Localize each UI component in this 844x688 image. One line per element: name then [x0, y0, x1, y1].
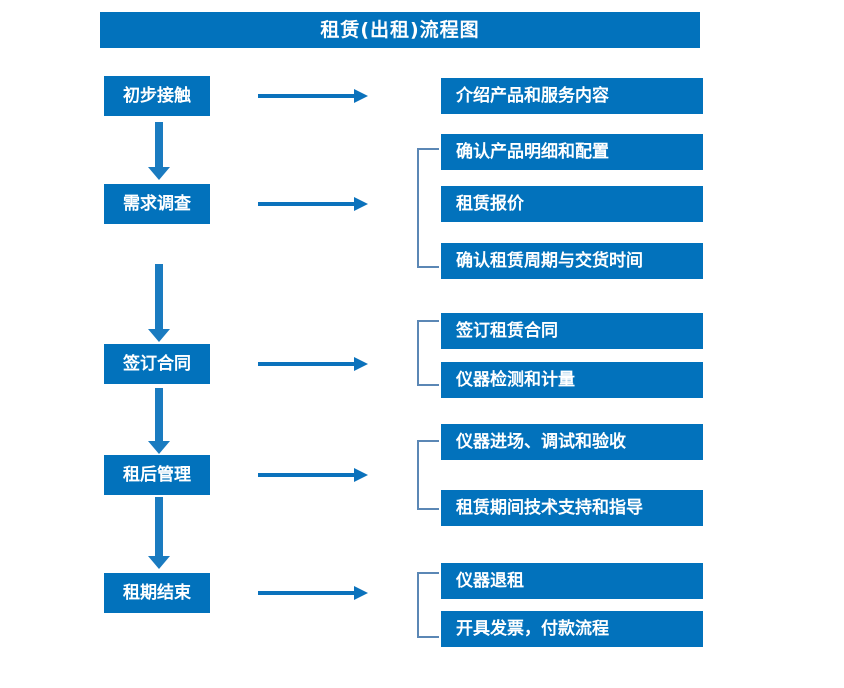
detail-label-4: 确认租赁周期与交货时间 [456, 250, 643, 271]
detail-label-8: 租赁期间技术支持和指导 [456, 497, 643, 518]
detail-box-9[interactable]: 仪器退租 [441, 563, 703, 599]
arrow-shaft [258, 202, 354, 206]
left-bracket-icon-5 [417, 572, 439, 638]
detail-label-3: 租赁报价 [456, 193, 524, 214]
arrow-head [148, 556, 170, 569]
right-arrow-icon-5 [258, 586, 368, 600]
chart-title-bar: 租赁(出租)流程图 [100, 12, 700, 48]
stage-box-3[interactable]: 签订合同 [104, 344, 210, 384]
detail-label-9: 仪器退租 [456, 570, 524, 591]
down-arrow-icon-3 [148, 388, 170, 454]
stage-label-2: 需求调查 [123, 193, 191, 214]
stage-label-1: 初步接触 [123, 85, 191, 106]
detail-label-6: 仪器检测和计量 [456, 369, 575, 390]
left-bracket-icon-2 [417, 148, 439, 268]
stage-box-2[interactable]: 需求调查 [104, 184, 210, 224]
arrow-head [148, 167, 170, 180]
down-arrow-icon-4 [148, 497, 170, 569]
stage-label-5: 租期结束 [123, 582, 191, 603]
arrow-head [354, 197, 368, 211]
arrow-shaft [258, 473, 354, 477]
detail-box-10[interactable]: 开具发票，付款流程 [441, 611, 703, 647]
down-arrow-icon-1 [148, 122, 170, 180]
arrow-head [354, 89, 368, 103]
arrow-shaft [155, 497, 163, 556]
stage-label-3: 签订合同 [123, 353, 191, 374]
stage-label-4: 租后管理 [123, 464, 191, 485]
right-arrow-icon-2 [258, 197, 368, 211]
stage-box-1[interactable]: 初步接触 [104, 76, 210, 116]
arrow-shaft [258, 362, 354, 366]
detail-box-5[interactable]: 签订租赁合同 [441, 313, 703, 349]
left-bracket-icon-4 [417, 440, 439, 510]
arrow-head [148, 441, 170, 454]
detail-label-2: 确认产品明细和配置 [456, 141, 609, 162]
detail-box-8[interactable]: 租赁期间技术支持和指导 [441, 490, 703, 526]
detail-label-7: 仪器进场、调试和验收 [456, 431, 626, 452]
detail-box-1[interactable]: 介绍产品和服务内容 [441, 78, 703, 114]
arrow-head [354, 468, 368, 482]
right-arrow-icon-4 [258, 468, 368, 482]
arrow-shaft [155, 264, 163, 329]
down-arrow-icon-2 [148, 264, 170, 342]
arrow-head [148, 329, 170, 342]
left-bracket-icon-3 [417, 320, 439, 386]
stage-box-4[interactable]: 租后管理 [104, 455, 210, 495]
detail-label-10: 开具发票，付款流程 [456, 618, 609, 639]
detail-box-3[interactable]: 租赁报价 [441, 186, 703, 222]
detail-box-7[interactable]: 仪器进场、调试和验收 [441, 424, 703, 460]
detail-box-6[interactable]: 仪器检测和计量 [441, 362, 703, 398]
detail-label-1: 介绍产品和服务内容 [456, 85, 609, 106]
chart-title: 租赁(出租)流程图 [320, 18, 480, 41]
arrow-head [354, 586, 368, 600]
arrow-shaft [258, 591, 354, 595]
arrow-head [354, 357, 368, 371]
arrow-shaft [155, 122, 163, 167]
right-arrow-icon-3 [258, 357, 368, 371]
detail-label-5: 签订租赁合同 [456, 320, 558, 341]
detail-box-2[interactable]: 确认产品明细和配置 [441, 134, 703, 170]
right-arrow-icon-1 [258, 89, 368, 103]
arrow-shaft [155, 388, 163, 441]
detail-box-4[interactable]: 确认租赁周期与交货时间 [441, 243, 703, 279]
stage-box-5[interactable]: 租期结束 [104, 573, 210, 613]
arrow-shaft [258, 94, 354, 98]
